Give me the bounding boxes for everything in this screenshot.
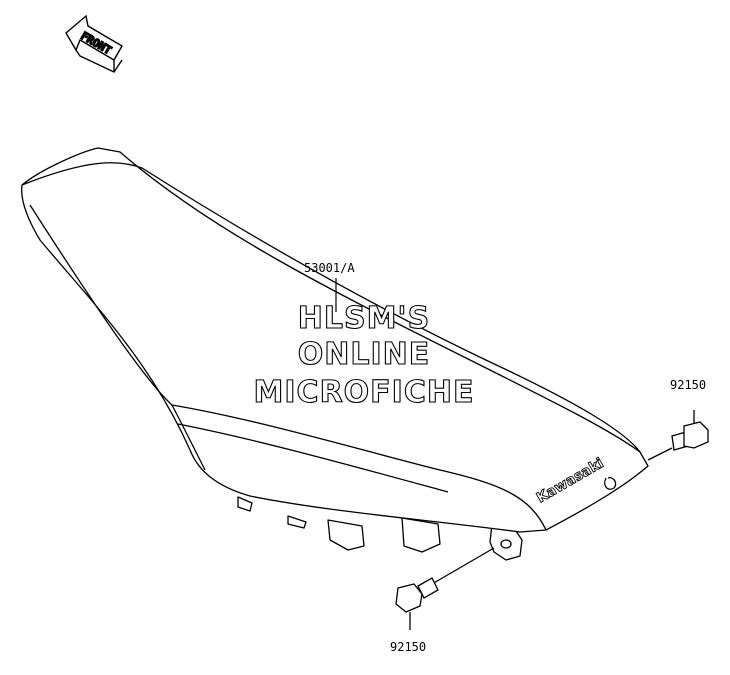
bolt-right <box>647 410 709 461</box>
seat-lower-edge <box>177 423 449 493</box>
bracket-hole <box>500 539 512 549</box>
bolt-bottom <box>395 547 495 630</box>
brand-logo-icon <box>604 477 617 490</box>
watermark-line-2: ONLINE <box>298 337 431 372</box>
seat-top-ridge <box>21 162 641 453</box>
seat-bracket <box>237 496 253 512</box>
seat-mount-tab <box>327 519 365 551</box>
watermark-line-1: HLSM'S <box>298 301 430 336</box>
bolt-head <box>683 421 709 449</box>
leader-line <box>647 447 673 461</box>
watermark-line-3: MICROFICHE <box>254 375 475 410</box>
front-arrow-icon: FRONT <box>65 14 123 73</box>
seat: Kawasaki <box>21 147 649 561</box>
seat-side-seam <box>29 204 547 531</box>
part-number-seat: 53001/A <box>304 261 355 275</box>
seat-side-seam <box>171 404 206 471</box>
leader-line <box>431 547 495 585</box>
bolt-head <box>395 583 423 613</box>
part-number-bolt-right: 92150 <box>670 378 706 392</box>
seat-mount-tab <box>401 517 441 553</box>
part-number-bolt-bottom: 92150 <box>390 640 426 654</box>
seat-bracket <box>287 515 307 529</box>
seat-body <box>21 147 649 533</box>
